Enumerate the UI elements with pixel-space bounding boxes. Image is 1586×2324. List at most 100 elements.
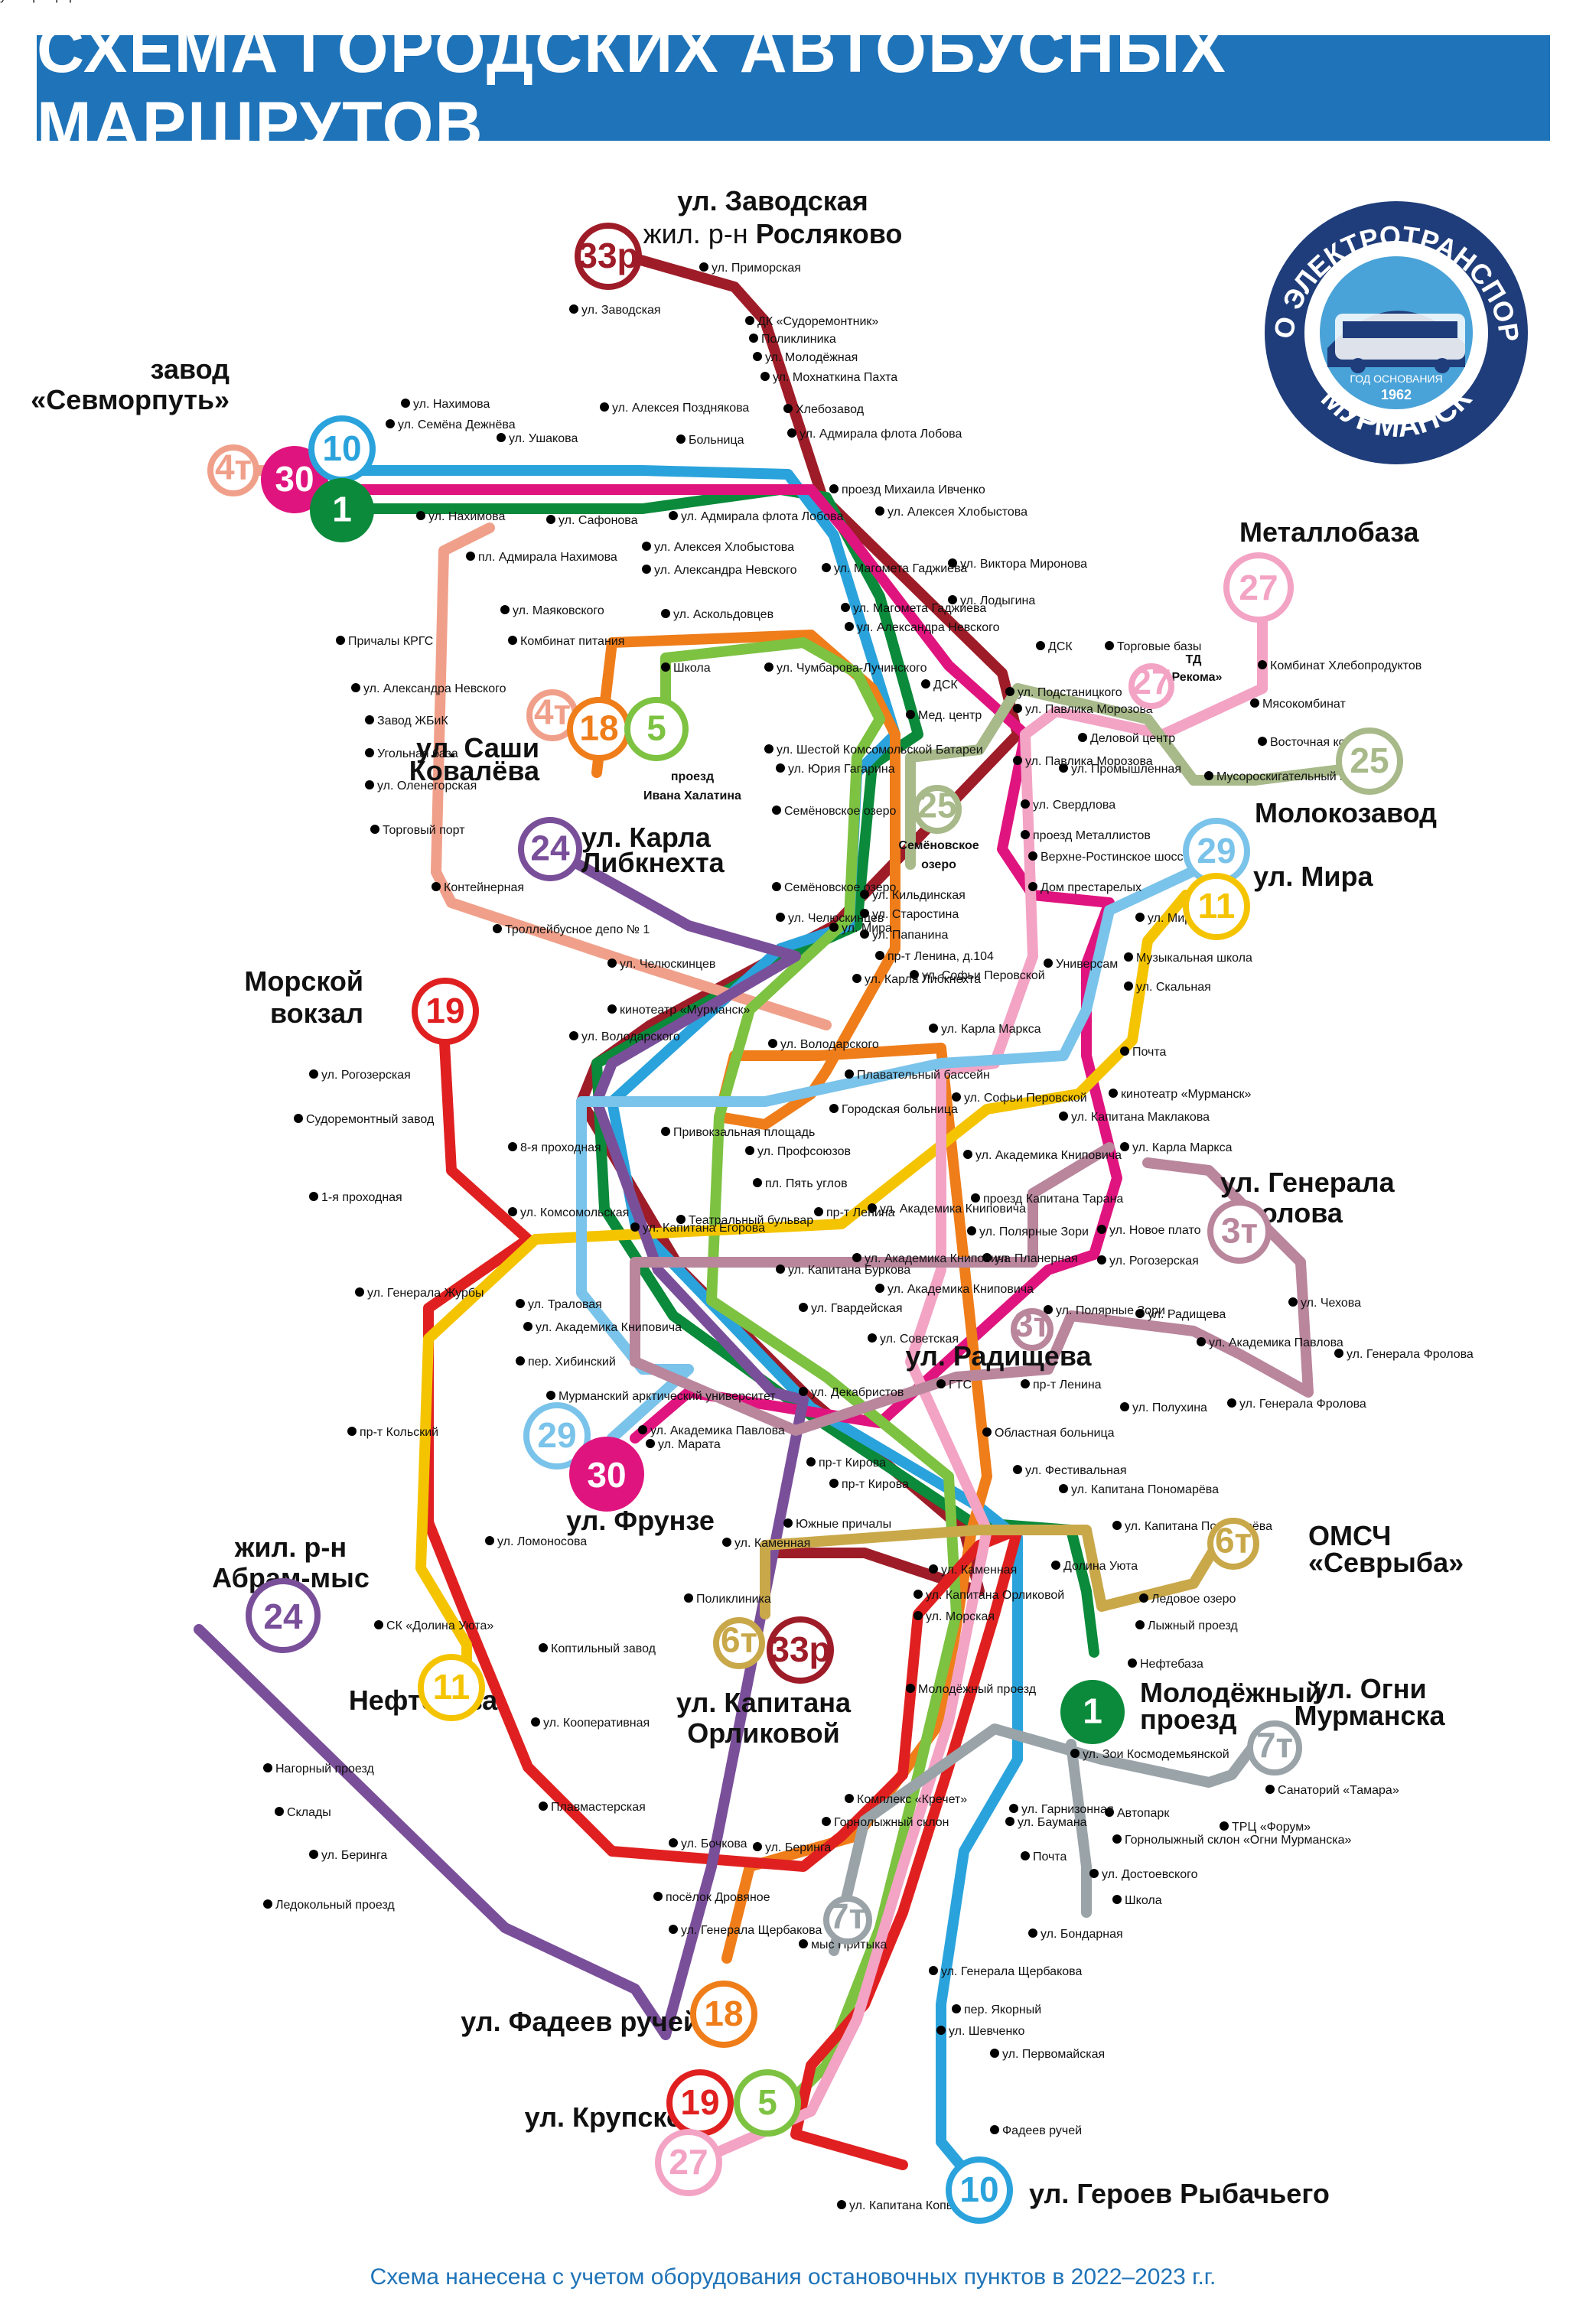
stop-dot[interactable]	[661, 1127, 670, 1136]
stop-dot[interactable]	[1105, 1808, 1114, 1817]
stop-dot[interactable]	[642, 542, 651, 551]
route-badge-19[interactable]: 19	[666, 2069, 734, 2137]
route-badge-5[interactable]: 5	[734, 2069, 801, 2137]
stop-dot[interactable]	[676, 1215, 686, 1224]
route-badge-4т[interactable]: 4т	[207, 444, 259, 496]
stop-dot[interactable]	[1139, 1593, 1148, 1603]
stop-dot[interactable]	[546, 515, 555, 524]
stop-dot[interactable]	[699, 262, 708, 272]
stop-dot[interactable]	[1112, 1521, 1122, 1530]
stop-dot[interactable]	[772, 806, 781, 815]
stop-dot[interactable]	[1288, 1297, 1298, 1307]
stop-dot[interactable]	[1334, 1349, 1343, 1358]
stop-dot[interactable]	[1005, 687, 1014, 696]
stop-dot[interactable]	[347, 1427, 357, 1436]
stop-dot[interactable]	[948, 595, 957, 604]
route-badge-1[interactable]: 1	[1060, 1680, 1125, 1744]
route-badge-33р[interactable]: 33р	[575, 223, 642, 290]
stop-dot[interactable]	[860, 890, 869, 899]
stop-dot[interactable]	[365, 780, 374, 789]
route-badge-3т[interactable]: 3т	[1011, 1304, 1054, 1351]
stop-dot[interactable]	[508, 1142, 517, 1151]
stop-dot[interactable]	[963, 1150, 972, 1159]
stop-dot[interactable]	[1021, 1379, 1030, 1388]
stop-dot[interactable]	[684, 1593, 693, 1603]
stop-dot[interactable]	[868, 1203, 877, 1212]
stop-dot[interactable]	[1005, 1817, 1014, 1826]
stop-dot[interactable]	[355, 1287, 364, 1297]
stop-dot[interactable]	[852, 974, 861, 983]
stop-dot[interactable]	[1135, 913, 1145, 922]
stop-dot[interactable]	[1028, 851, 1037, 861]
route-badge-7т[interactable]: 7т	[1247, 1720, 1302, 1776]
stop-dot[interactable]	[776, 763, 785, 773]
stop-dot[interactable]	[374, 1620, 383, 1629]
stop-dot[interactable]	[829, 1479, 839, 1488]
stop-dot[interactable]	[1120, 1046, 1129, 1056]
route-badge-30[interactable]: 30	[261, 446, 328, 513]
stop-dot[interactable]	[776, 1265, 785, 1274]
stop-dot[interactable]	[416, 511, 425, 520]
stop-dot[interactable]	[764, 744, 773, 754]
stop-dot[interactable]	[1124, 981, 1133, 991]
route-badge-6т[interactable]: 6т	[1207, 1518, 1259, 1570]
stop-dot[interactable]	[822, 1817, 831, 1826]
stop-dot[interactable]	[1112, 1895, 1122, 1904]
stop-dot[interactable]	[814, 1207, 823, 1216]
stop-dot[interactable]	[607, 959, 617, 968]
route-badge-25[interactable]: 25	[913, 785, 962, 834]
stop-dot[interactable]	[516, 1299, 525, 1308]
stop-dot[interactable]	[275, 1807, 284, 1816]
route-badge-33р[interactable]: 33р	[767, 1616, 834, 1684]
stop-dot[interactable]	[1013, 1465, 1022, 1474]
stop-dot[interactable]	[1021, 830, 1030, 839]
stop-dot[interactable]	[1258, 737, 1267, 746]
stop-dot[interactable]	[661, 609, 670, 618]
stop-dot[interactable]	[466, 552, 475, 561]
stop-dot[interactable]	[531, 1717, 540, 1727]
stop-dot[interactable]	[982, 1253, 992, 1262]
stop-dot[interactable]	[1021, 799, 1030, 809]
stop-dot[interactable]	[952, 1092, 961, 1102]
stop-dot[interactable]	[722, 1538, 731, 1547]
stop-dot[interactable]	[309, 1850, 318, 1859]
stop-dot[interactable]	[1036, 641, 1045, 650]
stop-dot[interactable]	[787, 428, 796, 438]
stop-dot[interactable]	[936, 1379, 946, 1388]
stop-dot[interactable]	[982, 1427, 992, 1437]
stop-dot[interactable]	[1028, 1929, 1037, 1938]
stop-dot[interactable]	[669, 1838, 678, 1847]
stop-dot[interactable]	[1250, 698, 1259, 708]
route-badge-18[interactable]: 18	[567, 697, 631, 761]
route-badge-3т[interactable]: 3т	[1207, 1199, 1272, 1264]
stop-dot[interactable]	[860, 929, 869, 939]
stop-dot[interactable]	[822, 563, 831, 572]
stop-dot[interactable]	[1013, 756, 1022, 765]
stop-dot[interactable]	[1120, 1142, 1129, 1151]
stop-dot[interactable]	[783, 404, 793, 413]
stop-dot[interactable]	[607, 1004, 617, 1014]
route-badge-29[interactable]: 29	[523, 1402, 591, 1470]
stop-dot[interactable]	[1258, 660, 1267, 669]
stop-dot[interactable]	[336, 636, 345, 645]
stop-dot[interactable]	[875, 1284, 884, 1293]
stop-dot[interactable]	[1124, 952, 1133, 962]
stop-dot[interactable]	[309, 1192, 318, 1201]
stop-dot[interactable]	[1021, 1851, 1030, 1860]
stop-dot[interactable]	[875, 951, 884, 960]
stop-dot[interactable]	[760, 372, 770, 381]
stop-dot[interactable]	[783, 1518, 793, 1528]
stop-dot[interactable]	[1197, 1337, 1206, 1346]
stop-dot[interactable]	[661, 662, 670, 672]
stop-dot[interactable]	[1013, 704, 1022, 713]
stop-dot[interactable]	[868, 1333, 877, 1343]
stop-dot[interactable]	[386, 419, 395, 428]
stop-dot[interactable]	[829, 484, 839, 493]
stop-dot[interactable]	[845, 622, 854, 631]
route-badge-29[interactable]: 29	[1183, 818, 1250, 885]
stop-dot[interactable]	[1051, 1561, 1060, 1570]
route-badge-5[interactable]: 5	[624, 697, 689, 761]
stop-dot[interactable]	[500, 605, 510, 614]
stop-dot[interactable]	[669, 511, 678, 520]
stop-dot[interactable]	[1120, 1402, 1129, 1411]
